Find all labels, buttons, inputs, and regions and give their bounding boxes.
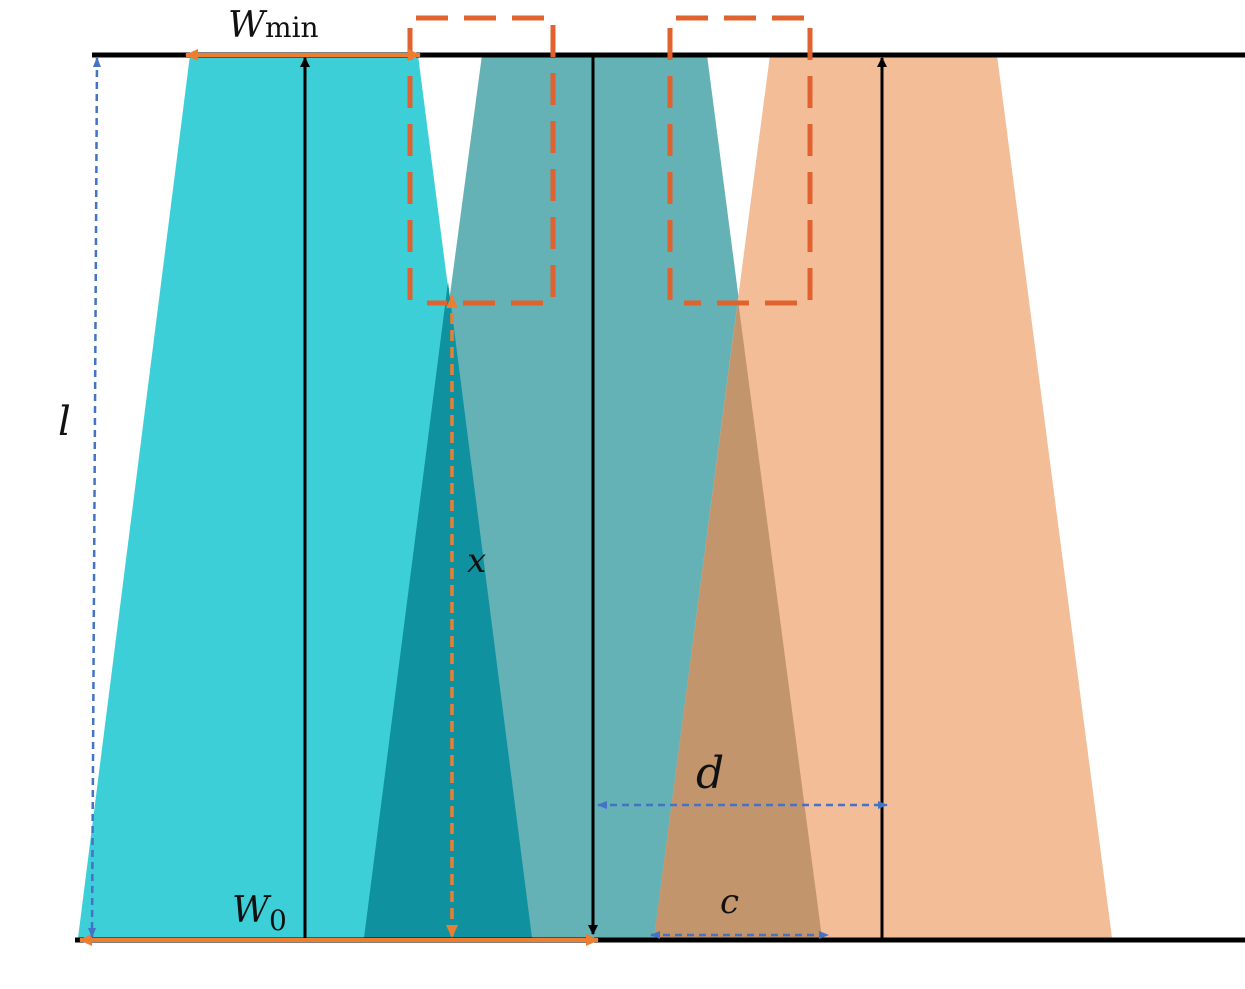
c-label: c <box>720 882 739 922</box>
w-min-label: Wmin <box>228 5 319 46</box>
w-0-label: W0 <box>232 890 287 937</box>
l-dimension <box>88 57 101 938</box>
teal-peach-overlap <box>654 300 822 938</box>
gap-box-1 <box>407 15 556 306</box>
l-label: l <box>58 399 71 445</box>
gap-box-2 <box>667 15 813 306</box>
d-label: d <box>696 748 724 799</box>
x-label: x <box>467 541 486 581</box>
